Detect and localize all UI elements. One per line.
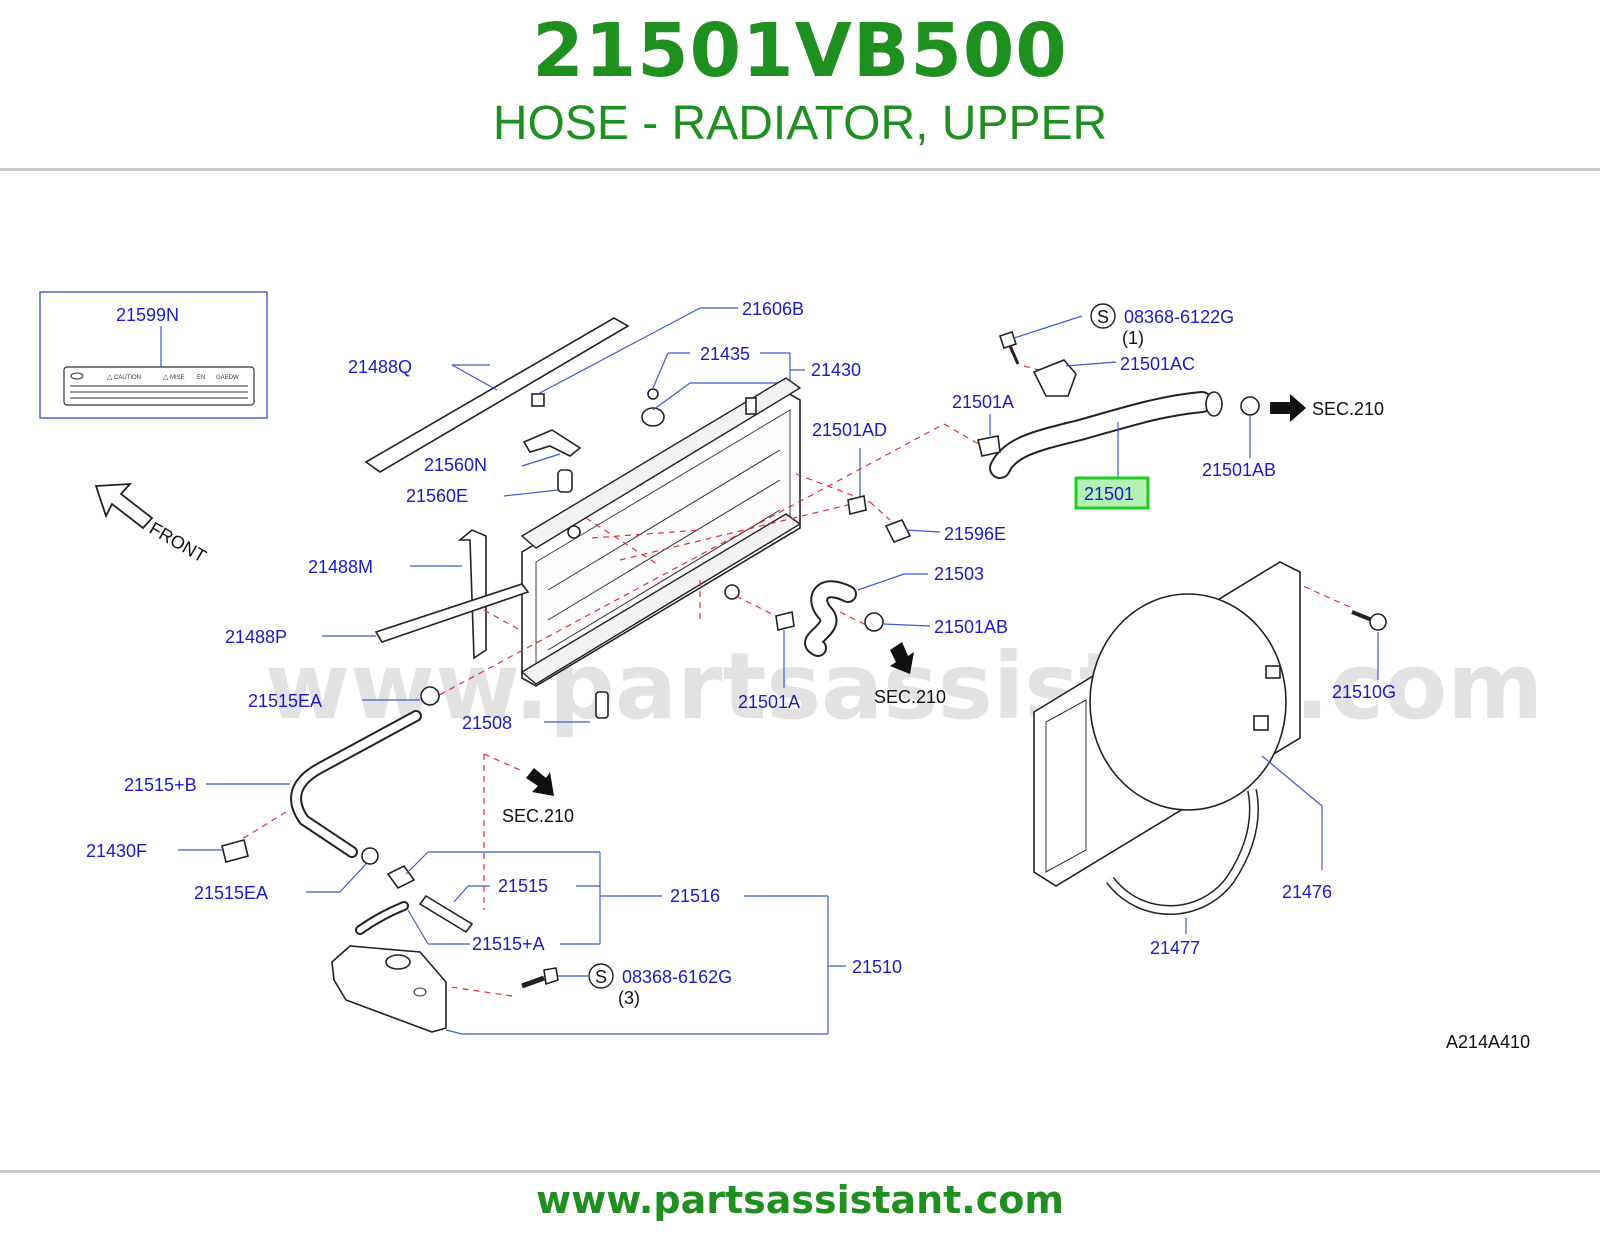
clamp-21515EA-top: 21515EA [248, 686, 440, 711]
bracket-21501AC: 21501AC [1032, 354, 1195, 397]
callout-21488M[interactable]: 21488M [308, 557, 373, 577]
callout-21476[interactable]: 21476 [1282, 882, 1332, 902]
qty-1: (1) [1122, 328, 1144, 348]
callout-21510[interactable]: 21510 [852, 957, 902, 977]
fan-shroud-21476: 21476 [1033, 561, 1332, 902]
callout-08368-6122G[interactable]: 08368-6122G [1124, 307, 1234, 327]
callout-21516[interactable]: 21516 [670, 886, 720, 906]
drain-plug-21508: 21508 [462, 713, 590, 733]
callout-21503[interactable]: 21503 [934, 564, 984, 584]
callout-08368-6162G[interactable]: 08368-6162G [622, 967, 732, 987]
lower-hose-21503: 21503 [804, 564, 984, 657]
sec210-arrow-bot: SEC.210 [502, 768, 574, 826]
sec210-bot-label[interactable]: SEC.210 [502, 806, 574, 826]
mise-text: MISE [170, 375, 185, 381]
sec210-top-label[interactable]: SEC.210 [1312, 399, 1384, 419]
footer-url[interactable]: www.partsassistant.com [536, 1178, 1064, 1222]
callout-21488Q[interactable]: 21488Q [348, 357, 412, 377]
bolt-08368-6122G: S 08368-6122G (1) [998, 303, 1234, 365]
callout-21515A[interactable]: 21515+A [472, 934, 545, 954]
seal-21488M: 21488M [308, 529, 487, 660]
callout-21477[interactable]: 21477 [1150, 938, 1200, 958]
radiator-core [520, 377, 802, 719]
part-number-title: 21501VB500 [532, 8, 1068, 94]
s-symbol-top: S [1097, 307, 1109, 327]
gaedw-text: GAEDW [216, 375, 239, 381]
seal-21488P: 21488P [225, 583, 530, 647]
en-text: EN [197, 375, 205, 381]
qty-3: (3) [618, 988, 640, 1008]
radiator-cap-21430: 21435 21430 [641, 344, 861, 427]
svg-text:△: △ [163, 374, 169, 381]
callout-21501[interactable]: 21501 [1084, 484, 1134, 504]
callout-21560N[interactable]: 21560N [424, 455, 487, 475]
clamp-21501AB-mid: 21501AB [864, 612, 1008, 637]
clamp-21430F: 21430F [86, 839, 249, 863]
page-header: 21501VB500 HOSE - RADIATOR, UPPER [0, 0, 1600, 168]
callout-21515EA-top[interactable]: 21515EA [248, 691, 322, 711]
sec210-arrow-mid: SEC.210 [874, 642, 946, 707]
callout-21430F[interactable]: 21430F [86, 841, 147, 861]
reservoir-hose-group-21516: 21515 21515+A 21516 [355, 851, 720, 954]
callout-21515B[interactable]: 21515+B [124, 775, 197, 795]
header-divider [0, 168, 1600, 171]
callout-21501A-bot[interactable]: 21501A [738, 692, 800, 712]
reference-lines [233, 365, 1353, 997]
reservoir-tank-21510: 21510 [331, 895, 902, 1035]
upper-radiator-hose-21501[interactable]: 21501 [989, 391, 1223, 510]
plug-21596E: 21596E [884, 518, 1006, 544]
part-description: HOSE - RADIATOR, UPPER [492, 97, 1108, 150]
callout-21560E[interactable]: 21560E [406, 486, 468, 506]
sec210-arrow-top: SEC.210 [1270, 394, 1384, 422]
diagram-code: A214A410 [1446, 1032, 1530, 1052]
seal-strip-21488Q: 21488Q [348, 317, 630, 473]
mount-21560E: 21560E [406, 469, 573, 506]
bolt-08368-6162G: S 08368-6162G (3) [521, 963, 732, 1008]
callout-21515EA-bot[interactable]: 21515EA [194, 883, 268, 903]
callout-21501AB-top[interactable]: 21501AB [1202, 460, 1276, 480]
callout-21501AC[interactable]: 21501AC [1120, 354, 1195, 374]
bracket-21560N: 21606B 21560N [424, 299, 804, 475]
clamp-21501A-top: 21501A [952, 392, 1014, 457]
clamp-21501AD: 21501AD [812, 420, 887, 515]
callout-21510G[interactable]: 21510G [1332, 682, 1396, 702]
callout-21508[interactable]: 21508 [462, 713, 512, 733]
callout-21596E[interactable]: 21596E [944, 524, 1006, 544]
callout-21515[interactable]: 21515 [498, 876, 548, 896]
callout-21435[interactable]: 21435 [700, 344, 750, 364]
svg-text:△: △ [107, 374, 113, 381]
clamp-21515EA-bot: 21515EA [194, 847, 379, 903]
front-arrow: FRONT [94, 482, 210, 566]
sec210-mid-label[interactable]: SEC.210 [874, 687, 946, 707]
bolt-21510G: 21510G [1332, 610, 1396, 702]
clamp-21501A-bot: 21501A [738, 611, 800, 712]
callout-21501AB-mid[interactable]: 21501AB [934, 617, 1008, 637]
band-21477: 21477 [1106, 789, 1259, 958]
callout-21488P[interactable]: 21488P [225, 627, 287, 647]
hose-21515B: 21515+B [124, 710, 422, 858]
callout-21599N[interactable]: 21599N [116, 305, 179, 325]
callout-21430[interactable]: 21430 [811, 360, 861, 380]
footer-divider [0, 1170, 1600, 1173]
front-label: FRONT [146, 518, 210, 566]
callout-21606B[interactable]: 21606B [742, 299, 804, 319]
callout-21501AD[interactable]: 21501AD [812, 420, 887, 440]
caution-text: CAUTION [114, 375, 141, 381]
label-box-21599N: △ CAUTION △ MISE EN GAEDW 21599N [39, 291, 268, 419]
callout-21501A-top[interactable]: 21501A [952, 392, 1014, 412]
s-symbol-bot: S [595, 967, 607, 987]
clamp-21501AB-top: 21501AB [1202, 396, 1276, 480]
